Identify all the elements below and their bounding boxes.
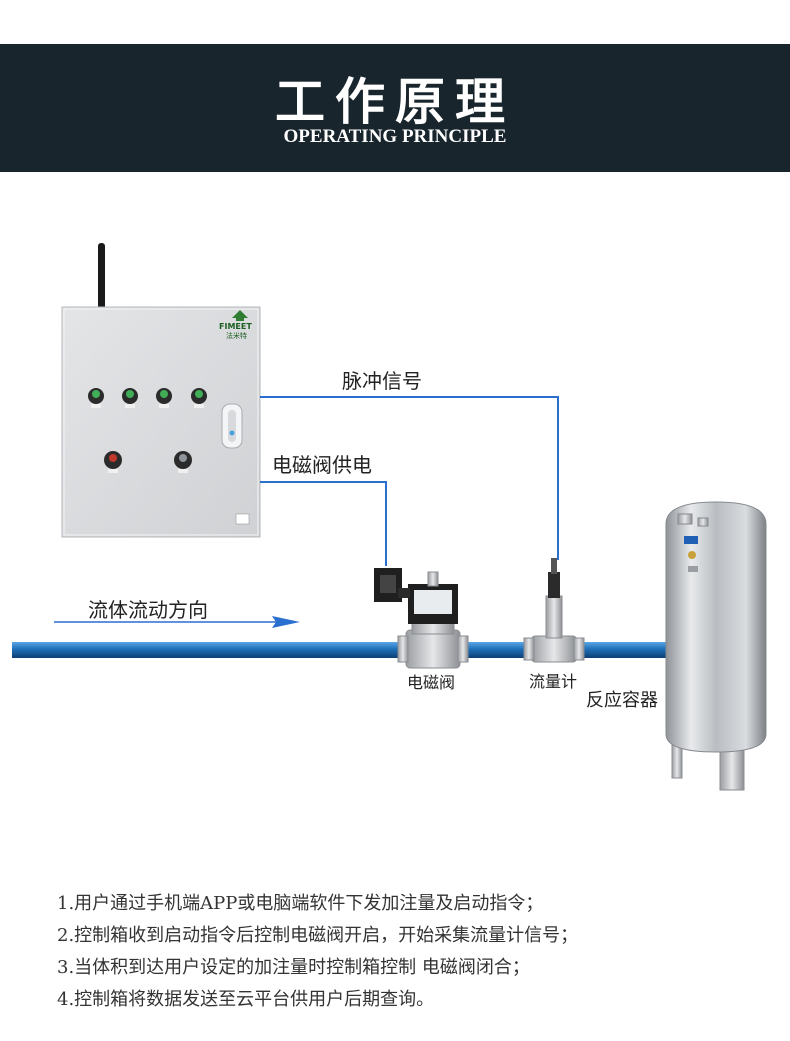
indicator-lights bbox=[88, 388, 207, 408]
header-banner bbox=[0, 44, 790, 172]
step-item: 3.当体积到达用户设定的加注量时控制箱控制 电磁阀闭合； bbox=[57, 957, 530, 978]
reaction-vessel bbox=[665, 501, 767, 791]
valve-power-line bbox=[260, 481, 387, 566]
control-buttons bbox=[104, 451, 192, 473]
antenna bbox=[98, 243, 105, 309]
valve-power-label: 电磁阀供电 bbox=[272, 453, 372, 477]
page-subtitle: OPERATING PRINCIPLE bbox=[283, 126, 507, 147]
page-title: 工作原理 bbox=[275, 73, 515, 131]
door-handle bbox=[221, 403, 243, 449]
pulse-signal-line bbox=[260, 396, 559, 560]
flow-direction-label: 流体流动方向 bbox=[88, 598, 208, 622]
brand-logo-subtext: 法米特 bbox=[226, 332, 247, 340]
step-item: 4.控制箱将数据发送至云平台供用户后期查询。 bbox=[57, 989, 435, 1010]
flow-direction-arrow bbox=[54, 616, 300, 628]
signal-lines bbox=[260, 396, 559, 566]
pulse-signal-label: 脉冲信号 bbox=[342, 369, 422, 393]
flow-meter-label: 流量计 bbox=[529, 672, 578, 691]
brand-logo-text: FIMEET bbox=[219, 322, 252, 331]
solenoid-valve bbox=[374, 568, 469, 669]
solenoid-valve-label: 电磁阀 bbox=[407, 673, 456, 692]
step-item: 2.控制箱收到启动指令后控制电磁阀开启，开始采集流量计信号； bbox=[57, 925, 579, 946]
control-box bbox=[61, 306, 261, 538]
step-item: 1.用户通过手机端APP或电脑端软件下发加注量及启动指令； bbox=[57, 893, 544, 914]
pipe bbox=[12, 642, 672, 658]
flow-meter bbox=[523, 558, 585, 663]
operating-steps: 1.用户通过手机端APP或电脑端软件下发加注量及启动指令； 2.控制箱收到启动指… bbox=[57, 888, 777, 1016]
nameplate-sticker bbox=[235, 513, 250, 525]
reaction-vessel-label: 反应容器 bbox=[586, 690, 658, 711]
